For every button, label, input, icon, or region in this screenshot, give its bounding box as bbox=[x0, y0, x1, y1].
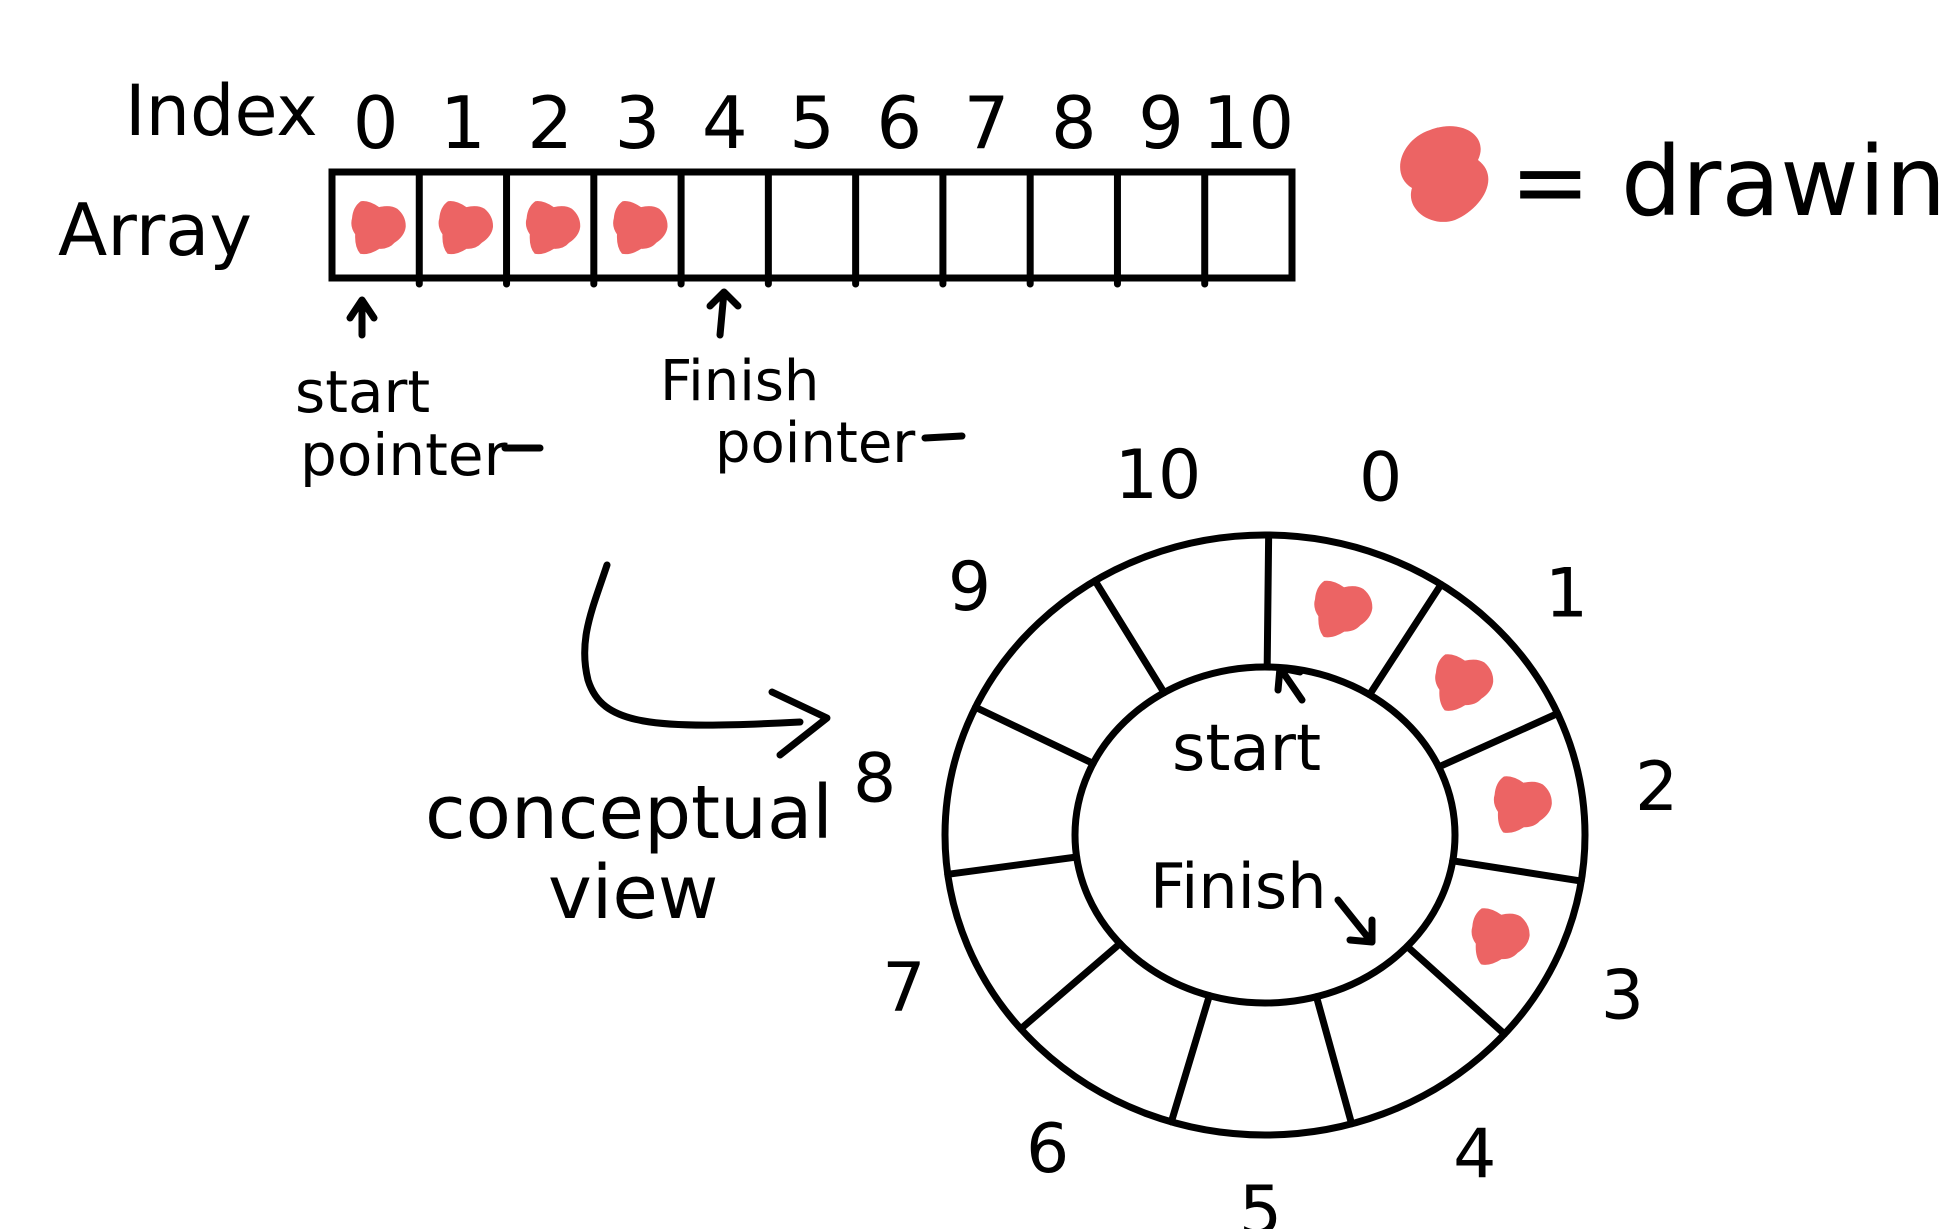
start-pointer-arrow bbox=[346, 296, 378, 339]
legend: = drawing bbox=[1400, 126, 1943, 238]
ring-index-label: 4 bbox=[1453, 1115, 1496, 1194]
drawing-blob bbox=[1435, 654, 1494, 711]
ring-index-label: 1 bbox=[1545, 555, 1588, 634]
finish-pointer: Finish pointer bbox=[660, 288, 966, 476]
drawing-blob bbox=[525, 201, 581, 255]
finish-pointer-label-line2: pointer bbox=[715, 411, 916, 476]
conceptual-view-arrowhead bbox=[768, 688, 831, 759]
index-number: 3 bbox=[615, 81, 661, 165]
ring-slot-divider bbox=[971, 703, 1097, 767]
array-label: Array bbox=[58, 188, 252, 272]
conceptual-view-arrow bbox=[581, 561, 804, 729]
index-number: 10 bbox=[1203, 81, 1295, 165]
array-cell bbox=[351, 201, 406, 255]
drawing-blob bbox=[1493, 776, 1552, 833]
finish-pointer-underline bbox=[921, 432, 966, 442]
index-number: 1 bbox=[440, 81, 486, 165]
ring-slot-divider bbox=[1449, 857, 1585, 885]
start-pointer-label-line2: pointer bbox=[300, 421, 508, 489]
ring-slot-divider bbox=[1312, 993, 1356, 1128]
ring-slot-divider bbox=[1366, 580, 1445, 699]
drawing-blob bbox=[1314, 580, 1373, 638]
ring-index-label: 3 bbox=[1601, 957, 1644, 1036]
ring-start-label: start bbox=[1172, 712, 1321, 786]
ring-index-label: 0 bbox=[1359, 438, 1402, 517]
ring-slot-divider bbox=[1435, 710, 1562, 771]
index-number: 8 bbox=[1051, 81, 1097, 165]
ring-slot-divider bbox=[944, 853, 1081, 878]
index-number: 2 bbox=[527, 81, 573, 165]
ring-index-label: 9 bbox=[948, 548, 991, 627]
index-number: 4 bbox=[702, 81, 748, 165]
finish-pointer-arrow bbox=[706, 288, 742, 339]
array-cell bbox=[415, 168, 494, 288]
index-number: 5 bbox=[789, 81, 835, 165]
ring-index-label: 10 bbox=[1115, 436, 1202, 515]
ring-finish-label: Finish bbox=[1150, 850, 1327, 923]
index-number: 0 bbox=[353, 81, 399, 165]
ring-finish-arrow bbox=[1334, 896, 1376, 946]
ring-start-arrow bbox=[1274, 664, 1306, 704]
drawing-blob bbox=[1471, 908, 1530, 965]
array-outline bbox=[328, 168, 1296, 282]
ring-index-label: 6 bbox=[1026, 1110, 1069, 1189]
conceptual-view-label-line1: conceptual bbox=[425, 770, 833, 856]
ring-index-label: 5 bbox=[1239, 1172, 1282, 1229]
drawing-blob bbox=[613, 201, 668, 255]
index-number: 9 bbox=[1138, 81, 1184, 165]
finish-pointer-label-line1: Finish bbox=[660, 349, 819, 414]
ring-buffer: 0 1 2 3 4 5 6 7 8 9 10 bbox=[853, 436, 1678, 1229]
index-number: 7 bbox=[964, 81, 1010, 165]
index-number: 6 bbox=[876, 81, 922, 165]
array bbox=[328, 168, 1296, 288]
ring-outer bbox=[941, 531, 1589, 1139]
ring-slot-divider bbox=[1091, 577, 1168, 697]
ring-slot-divider bbox=[1263, 531, 1273, 671]
drawing-blob bbox=[351, 201, 406, 255]
array-cell bbox=[590, 168, 668, 288]
ring-slot-divider bbox=[1017, 940, 1124, 1033]
ring-index-label: 7 bbox=[882, 949, 925, 1028]
index-label: Index bbox=[125, 70, 318, 152]
array-cell bbox=[503, 168, 581, 288]
ring-slot-divider bbox=[1167, 992, 1213, 1126]
start-pointer: start pointer bbox=[295, 296, 544, 489]
start-pointer-label-line1: start bbox=[295, 358, 430, 426]
legend-label: = drawing bbox=[1510, 126, 1943, 238]
drawing-blob bbox=[438, 201, 494, 255]
conceptual-view-label-line2: view bbox=[548, 850, 718, 936]
ring-slot-divider bbox=[1403, 942, 1508, 1038]
ring-index-label: 8 bbox=[853, 739, 896, 818]
ring-index-label: 2 bbox=[1635, 748, 1678, 827]
legend-drawing-blob bbox=[1400, 126, 1489, 222]
